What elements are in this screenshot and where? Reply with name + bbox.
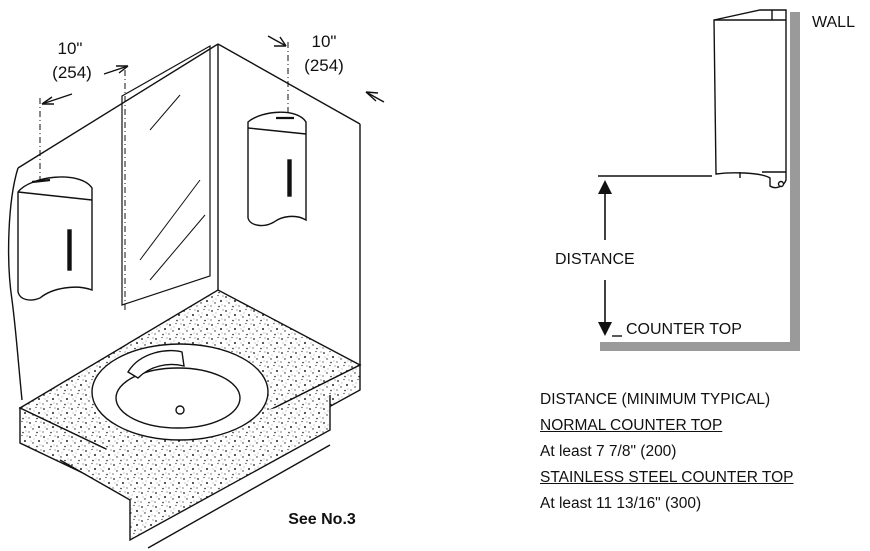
dim-right-inch: 10" [312,32,337,51]
dim-right-mm: (254) [304,56,344,75]
right-dispenser-drawing [247,111,307,227]
normal-counter-heading: NORMAL COUNTER TOP [540,417,723,434]
dim-left-inch: 10" [58,39,83,58]
mirror-glare-1 [149,94,181,131]
left-wall-top-edge [17,43,219,169]
dim-arrow-left-1 [41,93,73,105]
wall-label: WALL [812,14,855,31]
distance-label: DISTANCE [555,251,635,268]
right-wall-top-edge [217,43,361,125]
dim-arrow-right-2 [365,91,385,103]
sink-drain [175,405,185,415]
sink-basin [115,367,241,429]
mirror-outline [121,44,211,306]
left-wall-outline [7,167,23,401]
normal-counter-value: At least 7 7/8" (200) [540,443,677,460]
dim-arrow-right-1 [267,35,287,47]
bathroom-illustration [7,35,385,549]
notes-heading: DISTANCE (MINIMUM TYPICAL) [540,391,771,408]
faucet [127,349,185,379]
side-view-diagram [598,9,800,351]
see-reference-label: See No.3 [288,511,356,528]
stainless-counter-heading: STAINLESS STEEL COUNTER TOP [540,469,794,486]
left-dispenser-drawing [17,176,93,301]
mirror-glare-2 [139,179,201,261]
counter-top-label: COUNTER TOP [626,321,742,338]
dim-left-mm: (254) [52,63,92,82]
dispenser-side-profile [713,9,787,189]
counter-top-shape [600,342,800,351]
cabinet-bottom-line [147,444,331,549]
mirror-glare-3 [149,214,206,281]
stainless-counter-value: At least 11 13/16" (300) [540,495,702,512]
cabinet-lower [59,395,331,542]
dim-arrow-left-2 [103,65,129,75]
wall-shape [790,12,800,350]
